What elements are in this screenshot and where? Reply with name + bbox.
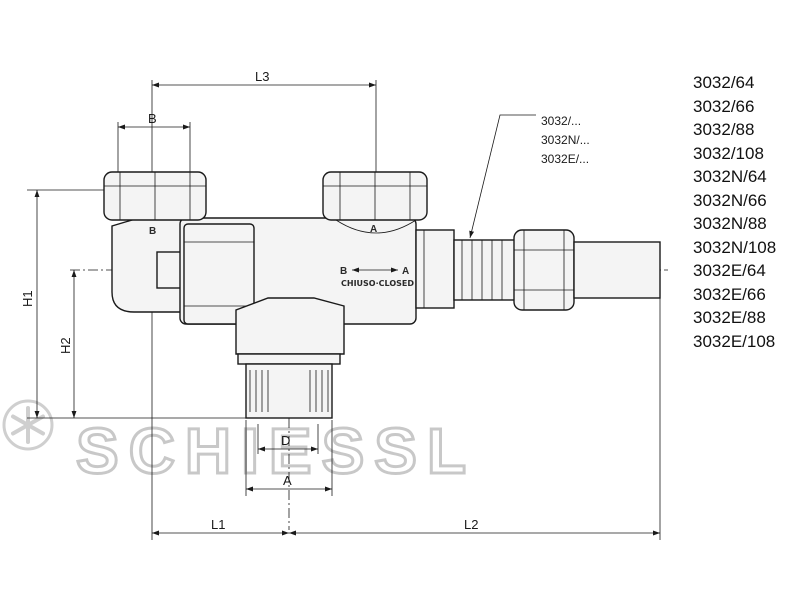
variant-code: 3032/64 <box>693 73 755 92</box>
dimension-label-l2: L2 <box>464 517 478 532</box>
dimension-label-l3: L3 <box>255 69 269 84</box>
variant-code: 3032/108 <box>693 143 764 163</box>
variant-code: 3032/66 <box>693 96 755 116</box>
variant-code: 3032N/88 <box>693 214 767 233</box>
dimension-label-h1: H1 <box>20 290 35 307</box>
dimension-label-d: D <box>281 433 290 448</box>
callout-line-3: 3032E/... <box>541 152 589 166</box>
flow-from-marking: B <box>340 266 347 277</box>
dimension-label-l1: L1 <box>211 517 225 532</box>
closed-engraving: CHIUSO·CLOSED <box>341 279 414 288</box>
variant-code: 3032N/108 <box>693 237 777 257</box>
variant-code: 3032E/66 <box>693 284 766 304</box>
dimension-label-b: B <box>148 111 157 126</box>
watermark-text: SCHIESSL <box>76 415 476 487</box>
callout-leader <box>469 114 536 239</box>
variant-code: 3032/88 <box>693 120 755 139</box>
port-a-marking: A <box>370 224 377 235</box>
variant-code: 3032E/88 <box>693 308 766 327</box>
snowflake-logo-icon <box>2 399 54 451</box>
variant-code: 3032E/64 <box>693 261 766 280</box>
variant-code: 3032N/66 <box>693 190 767 210</box>
watermark: SCHIESSL <box>2 399 476 489</box>
variant-code: 3032N/64 <box>693 167 767 186</box>
flow-to-marking: A <box>402 266 409 277</box>
callout-line-1: 3032/... <box>541 114 581 128</box>
callout-line-2: 3032N/... <box>541 133 590 147</box>
port-b-marking: B <box>149 226 156 237</box>
dimension-label-a: A <box>283 473 292 488</box>
dimension-lines <box>34 82 660 536</box>
variant-code: 3032E/108 <box>693 331 776 351</box>
dimension-label-h2: H2 <box>58 337 73 354</box>
variant-code-list: 3032/64 3032/66 3032/88 3032/108 3032N/6… <box>693 71 776 353</box>
valve-outline <box>103 171 661 419</box>
